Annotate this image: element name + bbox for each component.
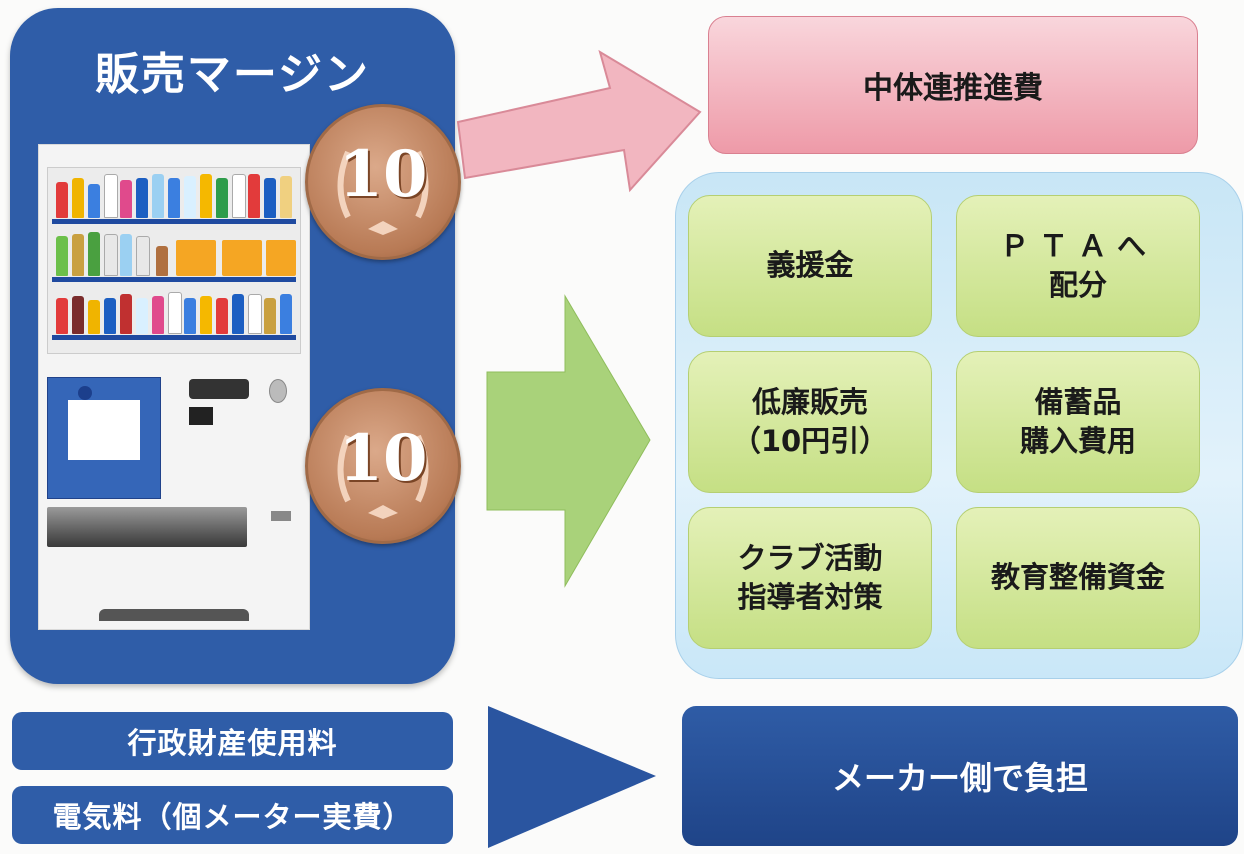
sales-margin-title: 販売マージン (94, 49, 371, 100)
allocation-item-relief-fund: 義援金 (688, 195, 932, 337)
return-button (269, 379, 287, 403)
allocation-item-label: ＰＴＡへ (999, 228, 1156, 263)
allocation-item-label: 備蓄品 (1034, 384, 1122, 419)
vending-display-window (47, 167, 301, 354)
allocation-item-label: クラブ活動 (737, 540, 883, 575)
green-arrow-icon (486, 294, 651, 588)
vending-shelf (52, 230, 296, 282)
allocation-item-label: 配分 (1048, 268, 1107, 302)
maker-burden-label: メーカー側で負担 (831, 759, 1088, 797)
dispense-slot (47, 507, 247, 547)
maker-burden-box: メーカー側で負担 (682, 706, 1238, 846)
vending-machine-image (38, 144, 310, 630)
vending-base (99, 609, 249, 621)
allocation-item-label: （10円引） (731, 424, 889, 458)
vending-shelf (52, 288, 296, 340)
electricity-fee-bar: 電気料（個メーター実費） (12, 786, 453, 844)
coin-value: 10 (338, 137, 428, 212)
allocation-item-label: 教育整備資金 (990, 560, 1165, 595)
coin-slot (189, 379, 249, 399)
allocation-item-label: 低廉販売 (751, 384, 868, 419)
ten-yen-coin-icon: 10 (305, 388, 461, 544)
change-slot (271, 511, 291, 521)
allocation-item-pta: ＰＴＡへ 配分 (956, 195, 1200, 337)
electricity-fee-label: 電気料（個メーター実費） (52, 800, 413, 834)
admin-property-fee-bar: 行政財産使用料 (12, 712, 453, 770)
allocation-item-education-fund: 教育整備資金 (956, 507, 1200, 649)
allocation-item-discount-sales: 低廉販売 （10円引） (688, 351, 932, 493)
allocation-item-label: 指導者対策 (737, 580, 883, 614)
bill-slot (189, 407, 213, 425)
pink-arrow-icon (456, 49, 702, 193)
allocation-item-club-coach: クラブ活動 指導者対策 (688, 507, 932, 649)
ten-yen-coin-icon: 10 (305, 104, 461, 260)
chutairen-promotion-label: 中体連推進費 (863, 71, 1043, 106)
chutairen-promotion-box: 中体連推進費 (708, 16, 1198, 154)
navy-arrow-icon (488, 706, 656, 848)
admin-property-fee-label: 行政財産使用料 (127, 726, 338, 760)
allocation-panel: 義援金 ＰＴＡへ 配分 低廉販売 （10円引） 備蓄品 購入費用 クラブ活動 指… (675, 172, 1243, 679)
vending-poster (47, 377, 161, 499)
allocation-item-label: 義援金 (766, 248, 854, 283)
allocation-item-label: 購入費用 (1019, 424, 1136, 458)
coin-value: 10 (338, 421, 428, 496)
allocation-item-stockpile: 備蓄品 購入費用 (956, 351, 1200, 493)
vending-shelf (52, 172, 296, 224)
